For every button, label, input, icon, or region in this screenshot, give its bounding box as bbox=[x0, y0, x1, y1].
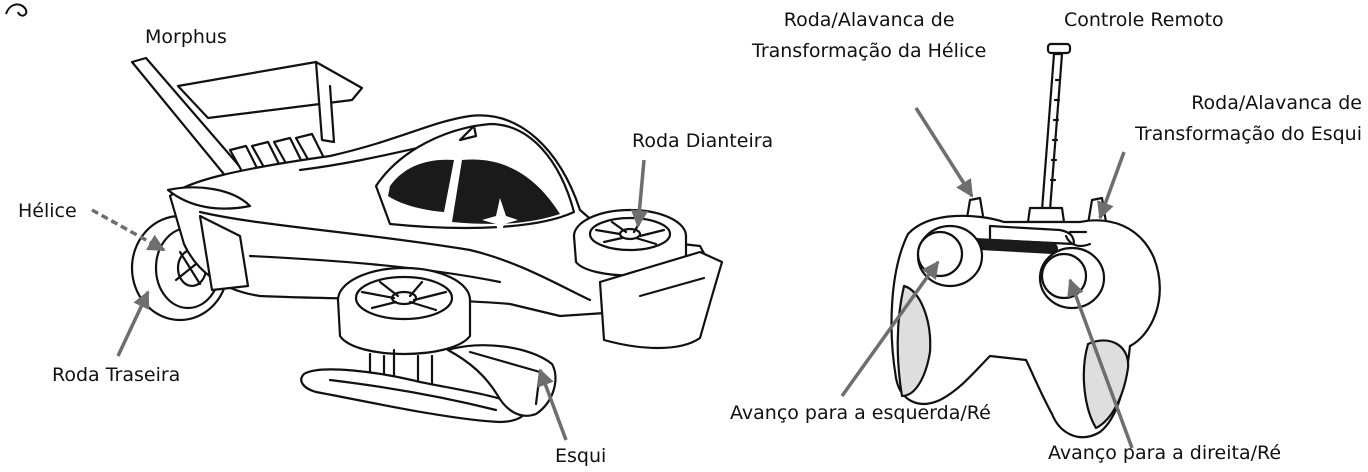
pointer-roda-helice bbox=[914, 107, 974, 198]
label-esqui: Esqui bbox=[555, 445, 607, 467]
front-fan bbox=[572, 208, 688, 277]
label-helice: Hélice bbox=[18, 200, 77, 222]
vehicle-illustration bbox=[130, 56, 724, 424]
brand-logo-icon bbox=[5, 3, 28, 17]
right-joystick bbox=[1038, 246, 1106, 310]
pointer-esqui bbox=[537, 368, 568, 441]
antenna bbox=[1026, 42, 1072, 224]
pointer-avanco-esquerda bbox=[840, 260, 940, 398]
label-roda-helice: Roda/Alavanca de Transformação da Hélice bbox=[752, 5, 986, 67]
label-roda-esqui-line1: Roda/Alavanca de bbox=[1191, 92, 1362, 114]
rear-wing bbox=[176, 60, 364, 120]
middle-fan bbox=[336, 266, 472, 355]
label-controle-remoto: Controle Remoto bbox=[1064, 9, 1224, 31]
pointer-roda-esqui bbox=[1097, 151, 1126, 220]
pointer-helice bbox=[91, 208, 166, 252]
label-roda-helice-line2: Transformação da Hélice bbox=[752, 40, 987, 62]
cockpit-window-right bbox=[452, 159, 560, 224]
label-avanco-esquerda: Avanço para a esquerda/Ré bbox=[730, 402, 991, 424]
cockpit-window-left bbox=[388, 159, 454, 212]
label-roda-helice-line1: Roda/Alavanca de bbox=[783, 9, 955, 31]
pointer-lines bbox=[91, 107, 1134, 449]
label-roda-esqui-line2: Transformação do Esqui bbox=[1135, 123, 1362, 145]
label-roda-dianteira: Roda Dianteira bbox=[632, 130, 774, 152]
pointer-roda-traseira bbox=[116, 290, 150, 357]
remote-control-illustration bbox=[890, 42, 1161, 439]
label-roda-traseira: Roda Traseira bbox=[52, 364, 181, 386]
label-morphus: Morphus bbox=[145, 26, 227, 48]
ski-symbol-icon bbox=[1064, 230, 1092, 247]
right-grip bbox=[1082, 339, 1130, 430]
label-roda-esqui: Roda/Alavanca de Transformação do Esqui bbox=[1135, 88, 1362, 150]
left-grip bbox=[896, 284, 932, 398]
pointer-roda-dianteira bbox=[630, 159, 649, 228]
label-avanco-direita: Avanço para a direita/Ré bbox=[1048, 442, 1282, 464]
pointer-avanco-direita bbox=[1067, 278, 1134, 449]
